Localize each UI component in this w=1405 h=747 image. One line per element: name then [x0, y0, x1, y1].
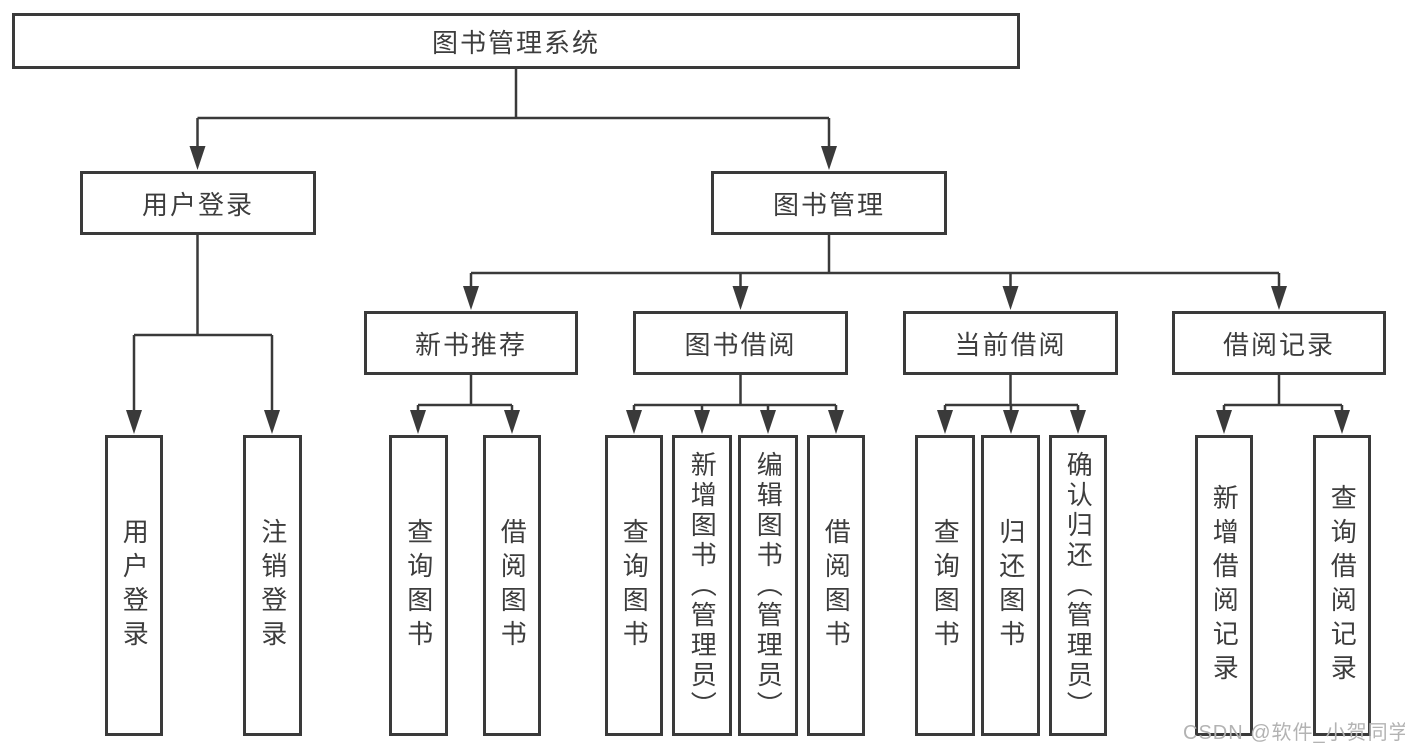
- leaf-query-books: 查询图书: [915, 435, 975, 736]
- node-label: 图书管理系统: [431, 27, 600, 58]
- node-label: 用户登录: [141, 189, 254, 220]
- node-label: 借阅图书: [821, 517, 852, 654]
- leaf-logout: 注销登录: [243, 435, 302, 736]
- node-label: 编辑图书（管理员）: [753, 450, 784, 721]
- node-label: 查询借阅记录: [1327, 483, 1358, 688]
- node-borrow-records: 借阅记录: [1172, 311, 1386, 375]
- leaf-add-borrow-record: 新增借阅记录: [1195, 435, 1253, 736]
- node-label: 查询图书: [619, 517, 650, 654]
- node-label: 查询图书: [403, 517, 434, 654]
- leaf-query-books: 查询图书: [605, 435, 663, 736]
- node-label: 用户登录: [119, 517, 150, 654]
- node-label: 确认归还（管理员）: [1063, 450, 1094, 721]
- node-label: 借阅记录: [1222, 329, 1335, 360]
- leaf-edit-books-admin: 编辑图书（管理员）: [738, 435, 798, 736]
- node-label: 借阅图书: [497, 517, 528, 654]
- node-root-library-system: 图书管理系统: [12, 13, 1020, 69]
- node-label: 注销登录: [257, 517, 288, 654]
- leaf-confirm-return-admin: 确认归还（管理员）: [1049, 435, 1107, 736]
- node-label: 查询图书: [930, 517, 961, 654]
- leaf-query-borrow-record: 查询借阅记录: [1313, 435, 1371, 736]
- node-user-login: 用户登录: [80, 171, 316, 235]
- node-label: 新增借阅记录: [1209, 483, 1240, 688]
- leaf-user-login: 用户登录: [105, 435, 163, 736]
- node-label: 图书借阅: [684, 329, 797, 360]
- node-book-borrow: 图书借阅: [633, 311, 848, 375]
- node-label: 当前借阅: [954, 329, 1067, 360]
- csdn-watermark: CSDN @软件_小贺同学: [1183, 722, 1405, 744]
- node-current-borrow: 当前借阅: [903, 311, 1118, 375]
- leaf-borrow-books: 借阅图书: [483, 435, 541, 736]
- node-label: 新增图书（管理员）: [687, 450, 718, 721]
- node-book-management: 图书管理: [711, 171, 947, 235]
- node-label: 图书管理: [772, 189, 885, 220]
- node-label: 新书推荐: [414, 329, 527, 360]
- leaf-return-books: 归还图书: [981, 435, 1040, 736]
- leaf-query-books: 查询图书: [389, 435, 448, 736]
- leaf-add-books-admin: 新增图书（管理员）: [672, 435, 732, 736]
- node-label: 归还图书: [995, 517, 1026, 654]
- node-new-book-recommend: 新书推荐: [364, 311, 578, 375]
- leaf-borrow-books: 借阅图书: [807, 435, 865, 736]
